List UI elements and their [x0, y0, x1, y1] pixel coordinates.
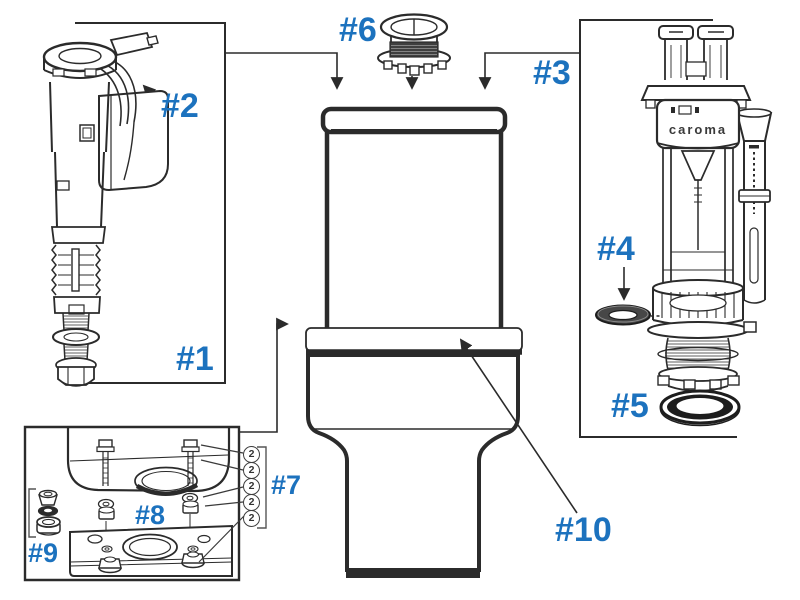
button-tab: [409, 65, 420, 76]
valve-funnel: [680, 150, 716, 181]
tank-bolt: [181, 439, 200, 486]
badge-leaders: [198, 444, 245, 563]
washer-nut-stack: [97, 498, 115, 545]
qty-badge: 2: [243, 478, 260, 495]
part-label-4: #4: [597, 230, 635, 268]
arrow-to-tank-left: [225, 52, 344, 90]
hose: [123, 121, 135, 181]
rib-zigzag-left: [51, 244, 57, 296]
brand-text-caroma: caroma: [668, 122, 728, 137]
fill-valve-drawing: [42, 31, 169, 387]
side-arm-nub: [146, 35, 159, 46]
side-arm: [109, 31, 154, 57]
frame-right: [579, 19, 737, 438]
part-label-6: #6: [339, 11, 377, 49]
brackets: [28, 446, 267, 538]
tank-collar: [305, 327, 523, 352]
outlet-gasket-drawing: [659, 389, 741, 427]
flush-valve-drawing: [640, 25, 773, 392]
wing-nut: [181, 551, 205, 569]
flush-button-drawing: [377, 13, 451, 76]
mounting-nut: [57, 366, 95, 386]
part-label-7: #7: [271, 470, 302, 500]
rib-zigzag-right: [95, 244, 101, 296]
float-cup: [98, 89, 169, 192]
part-label-10: #10: [555, 511, 612, 549]
part-label-1: #1: [176, 340, 214, 378]
button-tab: [437, 60, 447, 70]
seal-washer-drawing: [595, 304, 651, 326]
tank-lid: [320, 106, 508, 135]
tank-bolt: [96, 439, 115, 486]
qty-badge: 2: [243, 494, 260, 511]
washer-nut-stack: [181, 492, 199, 545]
tank-drawing: [305, 106, 523, 578]
bracket-part9: [28, 488, 36, 538]
button-tab: [397, 63, 407, 74]
button-tab: [383, 60, 393, 70]
arrow-bottom-box-to-tank: [239, 317, 289, 433]
part-label-3: #3: [533, 54, 571, 92]
qty-badge: 2: [243, 446, 260, 463]
adjust-slot: [71, 248, 80, 292]
tank-bottom-view-drawing: [23, 425, 241, 582]
wing-nut: [98, 556, 122, 574]
bracket-part7: [257, 446, 267, 529]
part-label-5: #5: [611, 387, 649, 425]
valve-lower-body: [54, 151, 105, 228]
part-label-9: #9: [28, 538, 59, 568]
overflow-tube: [735, 108, 773, 304]
part-label-8: #8: [135, 500, 166, 530]
qty-badge: 2: [243, 462, 260, 479]
qty-badge: 2: [243, 510, 260, 527]
inlet-fitting-stack: [36, 489, 61, 536]
part-label-2: #2: [161, 87, 199, 125]
arrow-to-tank-right: [478, 52, 580, 90]
button-tab: [423, 63, 433, 74]
arrow-part10: [459, 338, 578, 514]
frame-left: [75, 22, 226, 384]
valve-neck: [49, 81, 110, 153]
tank-base: [306, 353, 520, 572]
